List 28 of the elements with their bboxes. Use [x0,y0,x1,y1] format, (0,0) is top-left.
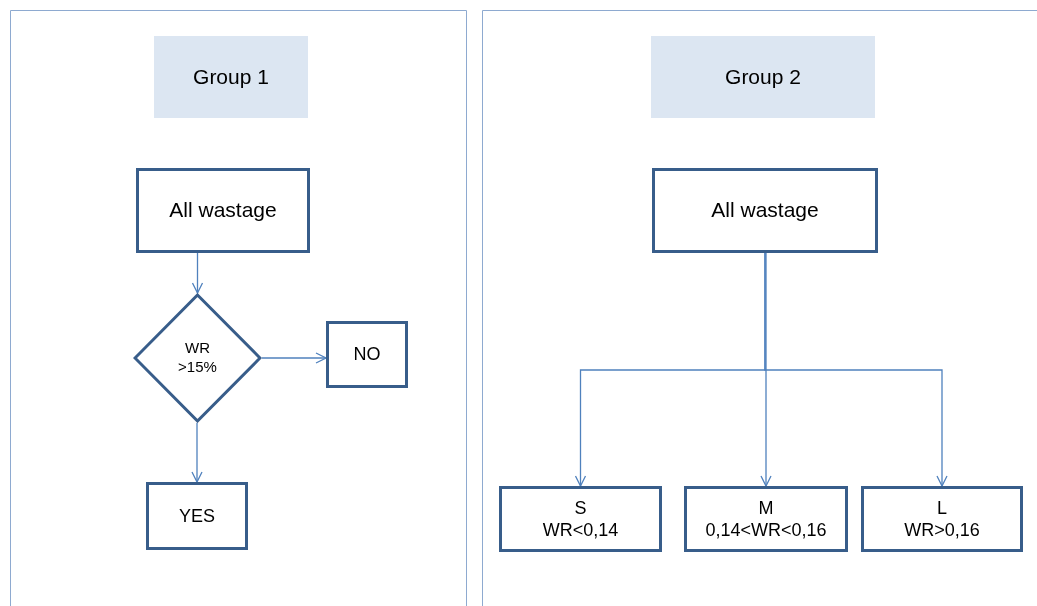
decision-diamond [133,293,262,423]
node-text: WR<0,14 [542,519,619,542]
node-text: All wastage [169,197,277,224]
node-text: Group 2 [725,63,801,90]
node-text: Group 1 [193,63,269,90]
node-text: 0,14<WR<0,16 [705,519,827,542]
arrow [261,352,327,364]
node-text: M [758,496,774,519]
arrow [760,252,772,487]
node-text: YES [179,504,215,528]
process-box [684,486,848,552]
process-box [136,168,310,253]
node-text: S [574,496,587,519]
node-text: All wastage [711,197,819,224]
node-text: WR>0,16 [904,519,980,542]
process-box [652,168,878,253]
group-header [154,36,308,118]
process-box [146,482,248,550]
arrow [764,252,948,487]
group-header [651,36,875,118]
node-text: NO [353,343,381,366]
process-box [861,486,1023,552]
process-box [499,486,662,552]
node-text: L [937,496,947,519]
node-text: WR >15% [177,339,218,377]
process-box [326,321,408,388]
arrow [191,252,204,294]
arrow [191,422,203,483]
